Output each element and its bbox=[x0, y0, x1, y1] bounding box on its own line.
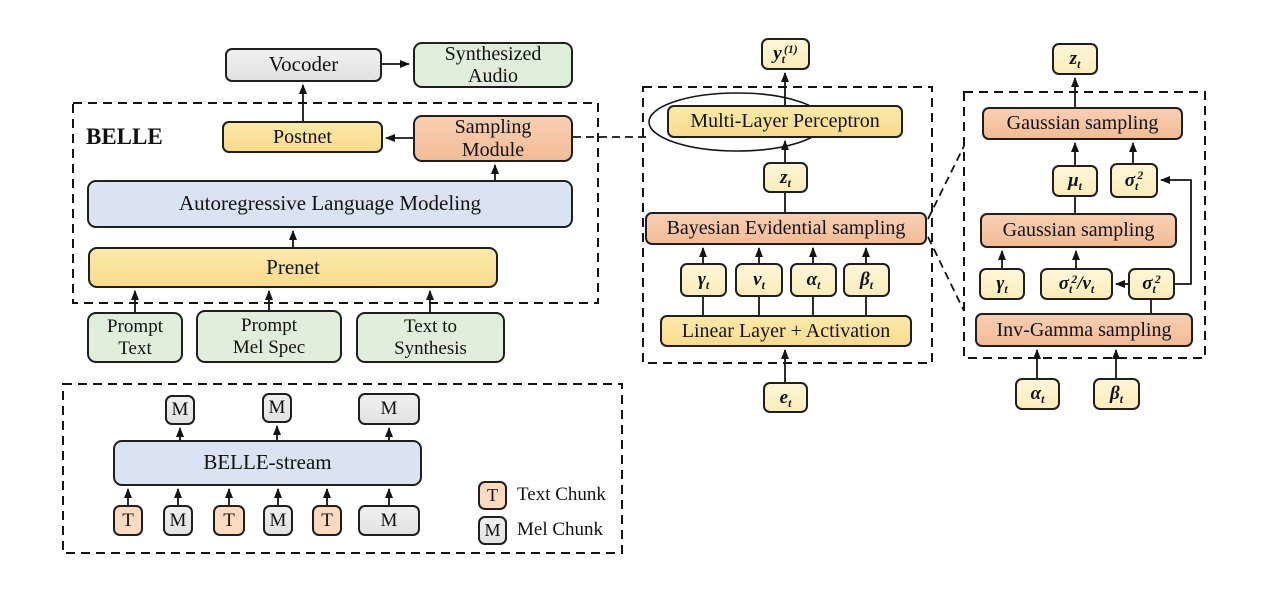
linear-layer-activation: Linear Layer + Activation bbox=[660, 315, 912, 347]
belle-label: BELLE bbox=[86, 124, 163, 149]
gaussian-sampling-2: Gaussian sampling bbox=[980, 213, 1177, 248]
alpha-t-right: αt bbox=[1015, 378, 1060, 410]
gamma-t-mid: γt bbox=[680, 263, 727, 297]
sigma-t2-bottom: σt2 bbox=[1128, 268, 1175, 300]
alpha-t-mid: αt bbox=[790, 263, 837, 297]
z-t-right: zt bbox=[1052, 43, 1098, 75]
inv-gamma-sampling: Inv-Gamma sampling bbox=[975, 313, 1193, 347]
mel-out-3: M bbox=[358, 393, 420, 425]
detail-link-dashed-line bbox=[927, 236, 965, 312]
legend-text-chunk-box: T bbox=[478, 481, 507, 510]
mel-out-2: M bbox=[262, 393, 292, 423]
sigma-t2-top: σt2 bbox=[1110, 163, 1158, 198]
mel-chunk-3: M bbox=[358, 505, 420, 536]
legend-text-chunk-label: Text Chunk bbox=[517, 484, 606, 505]
z-t-mid: zt bbox=[763, 162, 808, 193]
vocoder: Vocoder bbox=[225, 48, 382, 82]
beta-t-mid: βt bbox=[843, 263, 890, 297]
text-chunk-2: T bbox=[213, 505, 245, 536]
mel-out-1: M bbox=[165, 395, 195, 425]
belle-stream: BELLE-stream bbox=[113, 440, 422, 486]
bayesian-evidential-detail-outline bbox=[963, 91, 1206, 359]
e-t-input: et bbox=[763, 382, 808, 413]
belle-module-outline bbox=[72, 102, 599, 304]
y-t-output: yt(1) bbox=[761, 38, 810, 70]
autoregressive-language-modeling: Autoregressive Language Modeling bbox=[87, 180, 573, 228]
mu-t: μt bbox=[1052, 165, 1098, 197]
bayesian-evidential-sampling: Bayesian Evidential sampling bbox=[645, 212, 927, 245]
text-chunk-1: T bbox=[113, 505, 143, 536]
arrow-line bbox=[1160, 176, 1192, 285]
legend-mel-chunk-label: Mel Chunk bbox=[517, 519, 604, 540]
multi-layer-perceptron: Multi-Layer Perceptron bbox=[667, 105, 903, 138]
prenet: Prenet bbox=[88, 247, 498, 288]
sampling-module-detail-outline bbox=[642, 86, 933, 364]
belle-stream-outline bbox=[62, 383, 623, 554]
text-chunk-3: T bbox=[312, 505, 342, 536]
mel-chunk-2: M bbox=[263, 505, 293, 536]
postnet: Postnet bbox=[222, 121, 383, 153]
gamma-t-right: γt bbox=[979, 268, 1025, 300]
sigma2-over-nu: σt2/νt bbox=[1040, 268, 1113, 300]
nu-t-mid: νt bbox=[735, 263, 783, 297]
mel-chunk-1: M bbox=[163, 505, 193, 536]
beta-t-right: βt bbox=[1093, 378, 1140, 410]
legend-mel-chunk-box: M bbox=[478, 516, 507, 545]
detail-link-dashed-line bbox=[927, 145, 965, 220]
gaussian-sampling-1: Gaussian sampling bbox=[982, 107, 1183, 140]
